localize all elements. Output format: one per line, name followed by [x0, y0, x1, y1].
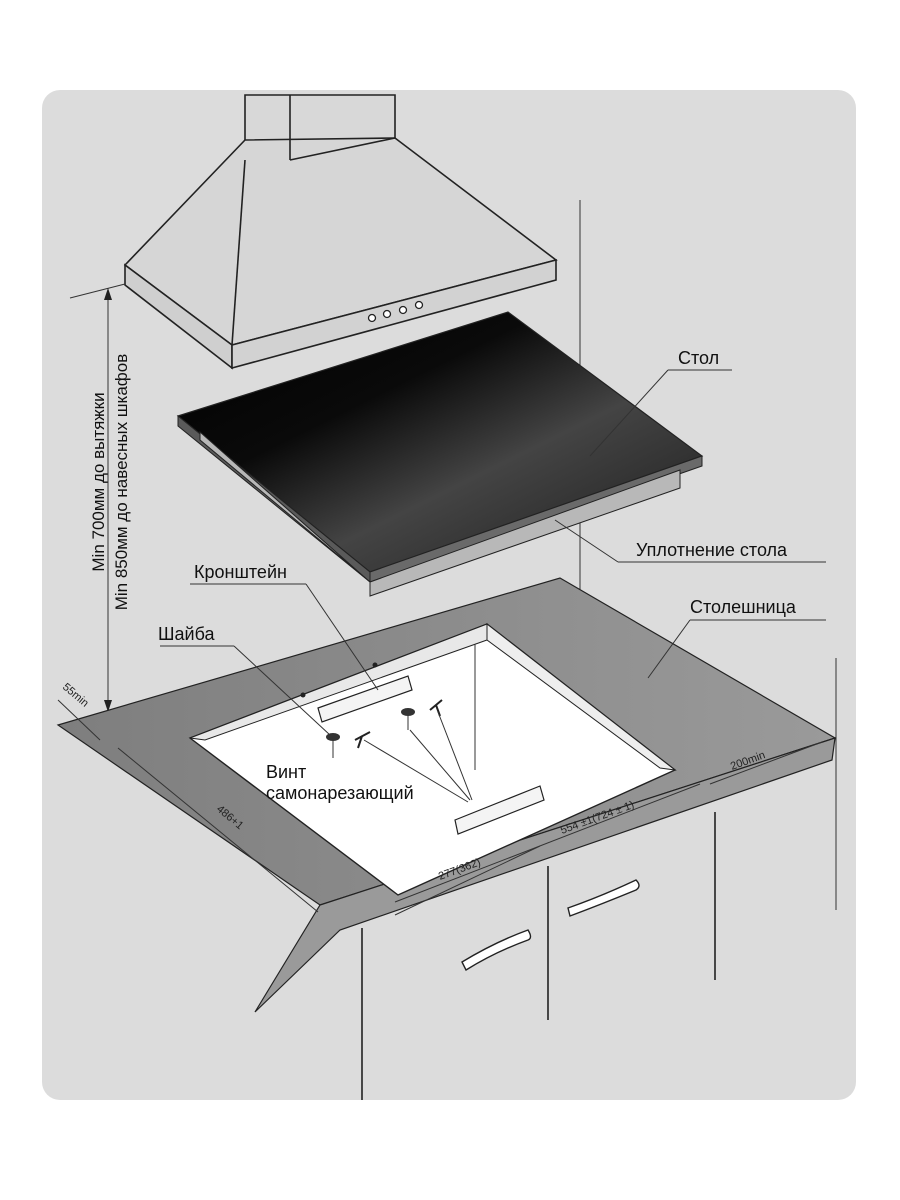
label-washer: Шайба — [158, 624, 215, 644]
bracket — [317, 675, 413, 723]
cabinet-handle-icon — [461, 929, 532, 971]
label-screw-line2: самонарезающий — [266, 783, 414, 803]
kitchen-cabinets — [361, 812, 716, 1100]
hood-side-face — [231, 258, 557, 370]
cooktop-edge-side — [369, 455, 703, 583]
hood-knob-icon — [382, 309, 392, 319]
hood-knob-icon — [367, 313, 377, 323]
cooktop — [176, 311, 704, 597]
label-screw-line1: Винт — [266, 762, 306, 782]
label-bracket: Кронштейн — [194, 562, 287, 582]
cabinet-handle-icon — [567, 879, 640, 917]
leader-line-seal — [554, 519, 619, 563]
label-countertop: Столешница — [690, 597, 797, 617]
cutout-inner-side — [486, 622, 677, 771]
arrow-up-icon — [104, 288, 112, 300]
countertop — [56, 577, 837, 1013]
leader-line-countertop — [647, 619, 691, 679]
bracket-lower — [454, 785, 545, 835]
hood-distance-note: Min 700мм до вытяжки — [89, 392, 108, 571]
leader-line-screw — [409, 729, 471, 801]
countertop-front-edge — [254, 737, 836, 1013]
leader-line-table — [589, 369, 669, 457]
hood-knob-icon — [414, 300, 424, 310]
dim-line-cutout-depth — [117, 747, 319, 913]
hood-knob-icon — [398, 305, 408, 315]
screw-icon — [354, 731, 371, 749]
label-table-seal: Уплотнение стола — [636, 540, 788, 560]
label-table: Стол — [678, 348, 719, 368]
cabinet-distance-note: Min 850мм до навесных шкафов — [112, 354, 131, 611]
range-hood — [123, 94, 558, 370]
cooktop-body — [199, 430, 681, 597]
arrow-down-icon — [104, 700, 112, 712]
